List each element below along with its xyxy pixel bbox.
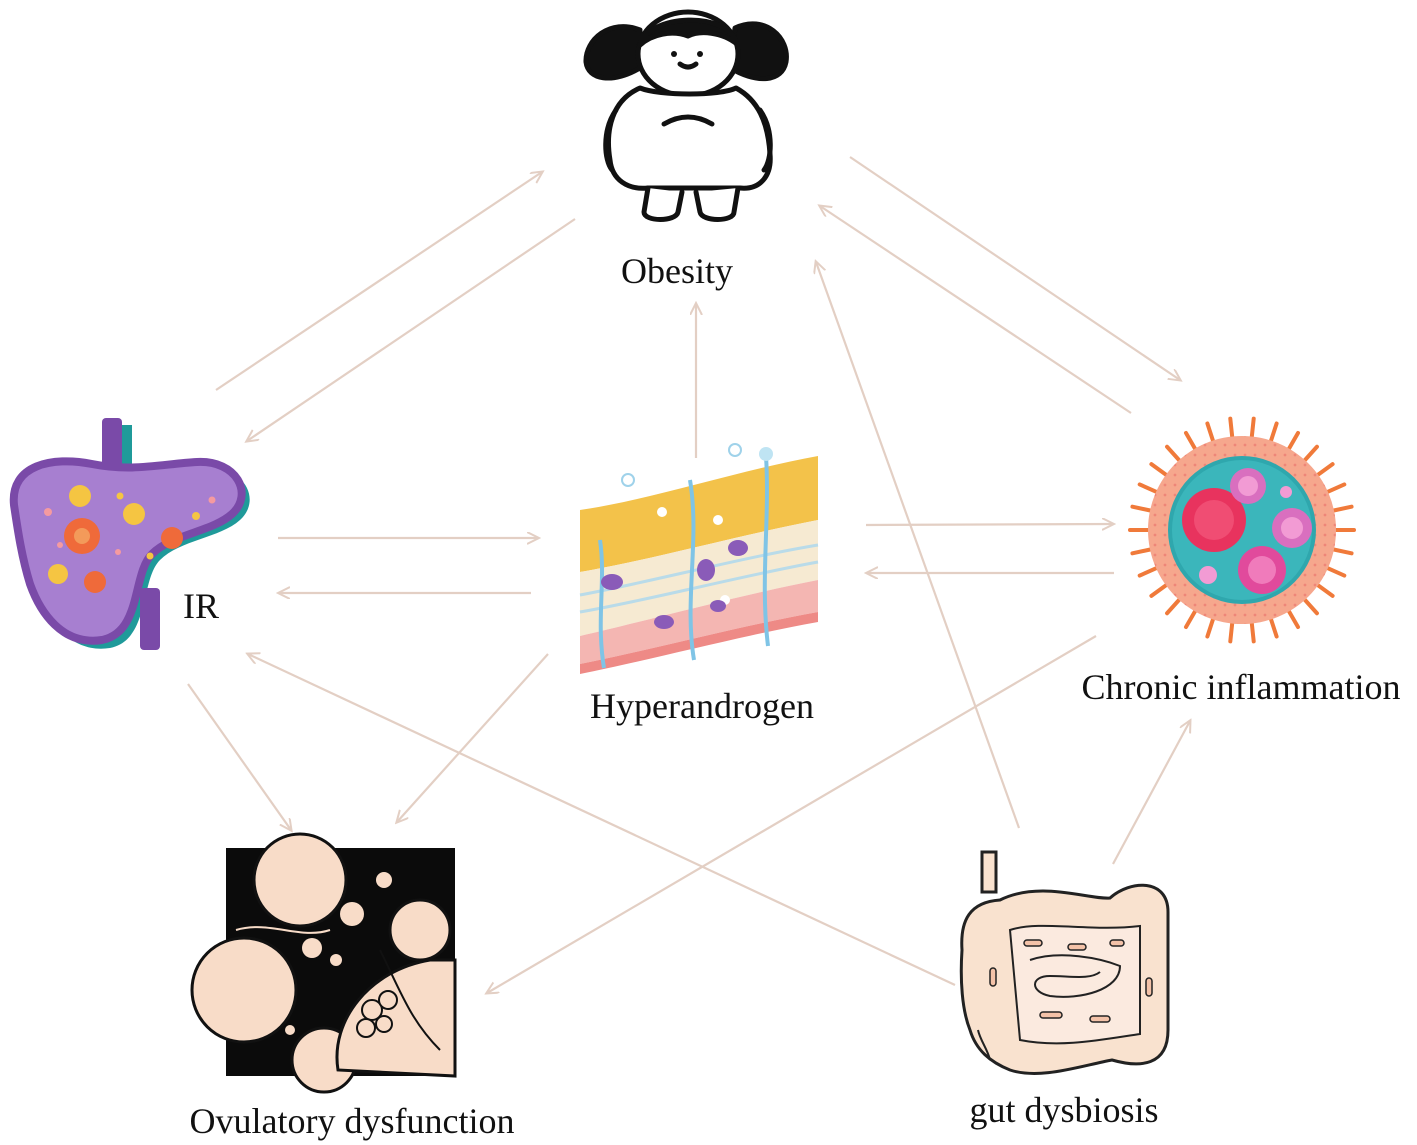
node-label-hyperandrogen: Hyperandrogen (590, 686, 814, 726)
node-label-chronic-inflammation: Chronic inflammation (1082, 667, 1401, 707)
intestine-icon (959, 850, 1170, 1075)
cell-spike (1329, 547, 1354, 556)
arrow-gut-to-obesity (816, 262, 1021, 829)
cell-spike (1268, 615, 1279, 639)
node-label-ir: IR (183, 586, 219, 626)
cell-spike (1149, 582, 1170, 598)
arrow-gut-to-inflammation (1112, 721, 1190, 865)
arrow-obesity-to-inflammation (849, 156, 1180, 380)
node-label-obesity: Obesity (621, 251, 733, 291)
node-label-ovulatory-dysfunction: Ovulatory dysfunction (190, 1101, 515, 1141)
cell-spike (1137, 482, 1160, 495)
cell-spike (1324, 482, 1347, 495)
cell-spike (1314, 582, 1335, 598)
obese-girl-icon (583, 9, 789, 222)
cell-spike (1228, 416, 1235, 441)
cell-spike (1329, 504, 1354, 513)
cell-spike (1249, 619, 1256, 644)
pancreas-icon (9, 418, 250, 650)
cell-spike (1165, 444, 1183, 464)
node-label-gut-dysbiosis: gut dysbiosis (969, 1090, 1158, 1130)
arrow-ir-to-obesity (215, 172, 542, 391)
arrows-group (187, 156, 1190, 993)
cell-spike (1149, 462, 1170, 478)
cell-spike (1130, 504, 1155, 513)
cell-spike (1286, 431, 1300, 453)
cell-spike (1184, 431, 1198, 453)
cell-spike (1268, 421, 1279, 445)
arrow-hyperandrogen-to-inflammation (865, 524, 1113, 525)
cell-spike (1228, 619, 1235, 644)
arrow-inflammation-to-ovulatory (487, 635, 1097, 993)
cell-spike (1286, 607, 1300, 629)
cell-spike (1301, 596, 1319, 616)
arrow-obesity-to-ir (247, 218, 576, 441)
arrow-gut-to-ir (248, 654, 956, 986)
cell-spike (1301, 444, 1319, 464)
immune-cell-icon (1128, 416, 1356, 644)
cell-spike (1130, 547, 1155, 556)
cell-spike (1184, 607, 1198, 629)
ovarian-follicles-icon (190, 832, 457, 1094)
arrow-inflammation-to-obesity (820, 206, 1132, 414)
skin-layers-icon (579, 443, 819, 674)
cell-spike (1205, 421, 1216, 445)
cell-spike (1249, 416, 1256, 441)
arrow-ir-to-ovulatory (187, 683, 291, 830)
cell-spike (1205, 615, 1216, 639)
cell-spike (1137, 565, 1160, 578)
cell-spike (1324, 565, 1347, 578)
arrow-hyperandrogen-to-ovulatory (397, 653, 549, 822)
cell-spike (1165, 596, 1183, 616)
cell-spike (1314, 462, 1335, 478)
